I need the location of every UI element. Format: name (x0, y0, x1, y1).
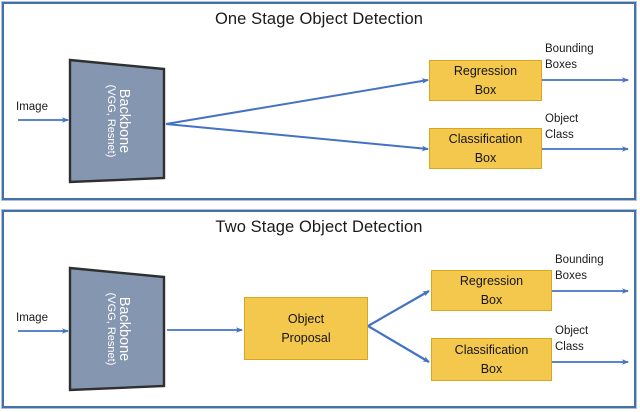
output-object-class-one-stage: Object Class (545, 112, 578, 143)
input-label-two-stage: Image (16, 312, 48, 324)
regression-box-two-stage[interactable]: Regression Box (431, 270, 552, 311)
output-bounding-boxes-two-stage: Bounding Boxes (555, 253, 604, 284)
backbone-shape-icon (68, 266, 166, 392)
output-line2: Class (545, 128, 574, 141)
classification-box-line2: Box (480, 361, 503, 376)
output-bounding-boxes-one-stage: Bounding Boxes (545, 42, 594, 73)
classification-box-two-stage[interactable]: Classification Box (431, 338, 552, 381)
regression-box-line2: Box (474, 82, 497, 97)
arrow-layer-two-stage (18, 288, 629, 365)
output-line2: Boxes (545, 58, 577, 71)
backbone-two-stage: Backbone (VGG, Resnet) (66, 264, 168, 394)
classification-box-line2: Box (474, 150, 497, 165)
backbone-one-stage: Backbone (VGG, Resnet) (66, 56, 168, 186)
regression-box-line1: Regression (453, 64, 518, 79)
regression-box-one-stage[interactable]: Regression Box (429, 60, 542, 101)
panel-two-stage-title: Two Stage Object Detection (215, 218, 423, 236)
regression-box-line2: Box (480, 292, 503, 307)
panel-one-stage-title: One Stage Object Detection (214, 10, 424, 28)
output-line1: Object (555, 325, 589, 337)
backbone-shape-icon (68, 58, 166, 184)
object-proposal-box[interactable]: Object Proposal (244, 297, 368, 360)
panel-one-stage: One Stage Object Detection Image (2, 2, 636, 200)
output-line1: Bounding (545, 43, 594, 55)
regression-box-line1: Regression (459, 274, 524, 289)
classification-box-line1: Classification (448, 132, 523, 147)
arrow-layer-one-stage (18, 77, 629, 152)
classification-box-one-stage[interactable]: Classification Box (429, 128, 542, 169)
output-object-class-two-stage: Object Class (555, 324, 588, 355)
object-proposal-line1: Object (287, 312, 325, 327)
output-line1: Object (545, 113, 579, 125)
input-label-one-stage: Image (16, 101, 48, 113)
object-proposal-line2: Proposal (281, 330, 331, 345)
output-line2: Boxes (555, 269, 587, 282)
classification-box-line1: Classification (454, 343, 529, 358)
output-line1: Bounding (555, 254, 604, 266)
panel-two-stage: Two Stage Object Detection Image (2, 210, 636, 408)
output-line2: Class (555, 340, 584, 353)
